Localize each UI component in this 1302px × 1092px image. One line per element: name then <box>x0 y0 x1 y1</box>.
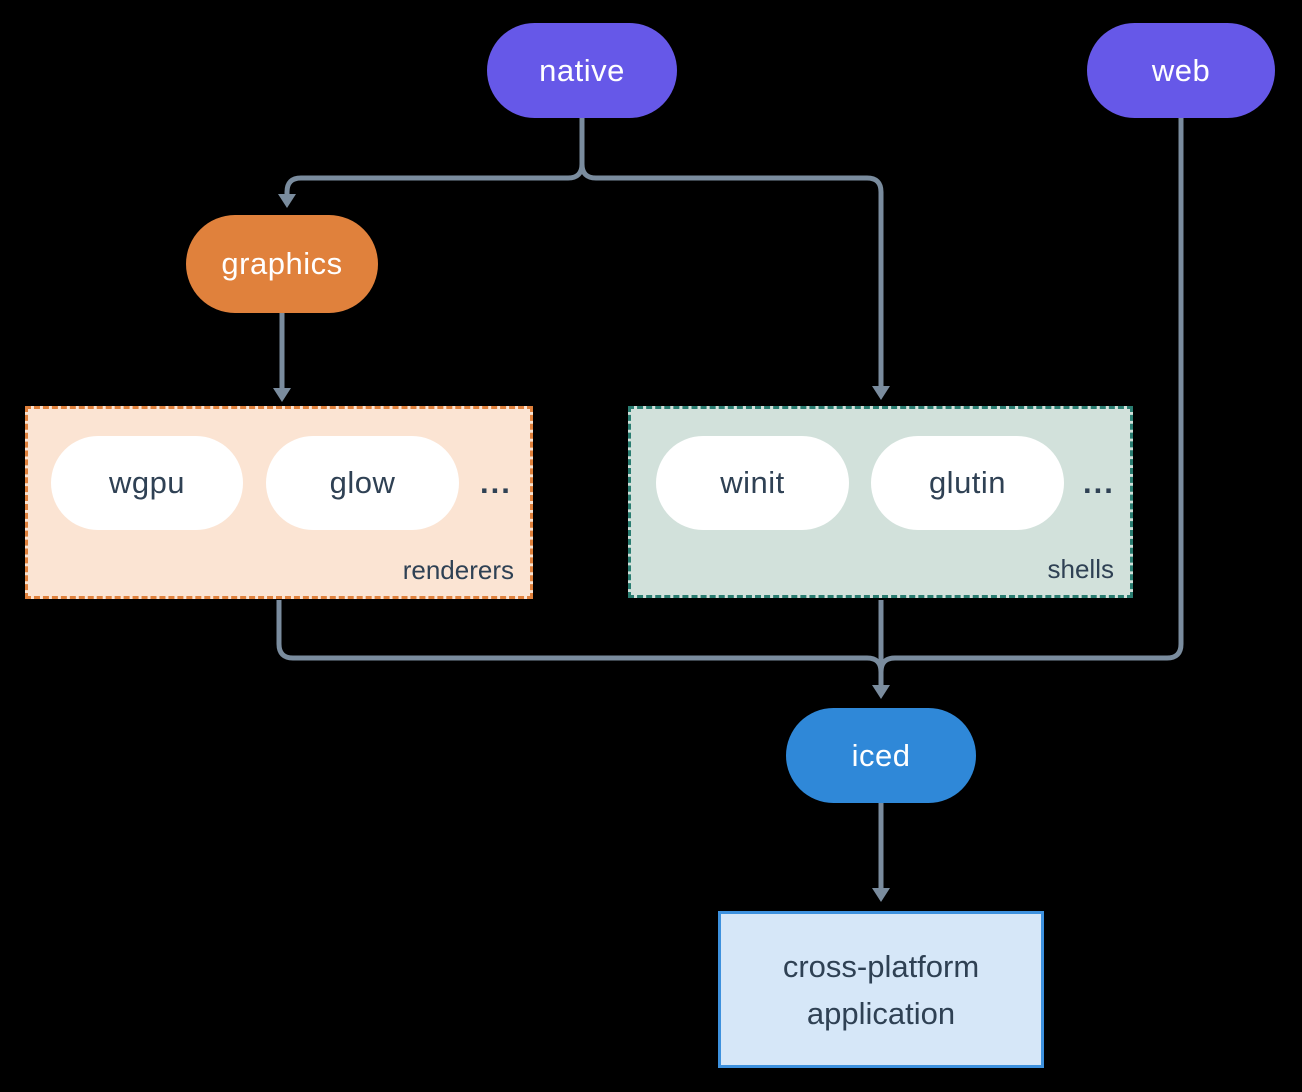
edge-native-graphics <box>284 118 585 194</box>
node-glutin-label: glutin <box>928 465 1007 500</box>
arrowhead-shells <box>872 386 890 400</box>
node-glow: glow <box>266 436 459 530</box>
shells-group-label: shells <box>1047 554 1114 584</box>
node-wgpu-label: wgpu <box>108 465 186 500</box>
edge-native-shells <box>579 118 884 387</box>
node-winit-label: winit <box>720 465 785 500</box>
node-wgpu: wgpu <box>51 436 243 530</box>
arrowhead-iced <box>872 685 890 699</box>
arrowhead-renderers <box>273 388 291 402</box>
arrowhead-graphics <box>278 194 296 208</box>
node-native-label: native <box>539 52 625 88</box>
application-label-line1: cross-platform <box>782 948 980 984</box>
arrowhead-application <box>872 888 890 902</box>
group-renderers: wgpu glow ... renderers <box>25 406 533 599</box>
node-iced: iced <box>786 708 976 803</box>
node-graphics: graphics <box>186 215 378 313</box>
shells-more-indicator: ... <box>1083 465 1115 500</box>
node-glow-label: glow <box>329 465 396 500</box>
node-glutin: glutin <box>871 436 1064 530</box>
edge-renderers-iced <box>276 600 884 684</box>
renderers-group-label: renderers <box>402 555 514 585</box>
node-native: native <box>487 23 677 118</box>
node-winit: winit <box>656 436 849 530</box>
node-graphics-label: graphics <box>221 246 343 281</box>
renderers-more-indicator: ... <box>480 465 512 500</box>
node-application: cross-platform application <box>718 911 1044 1068</box>
application-label-line2: application <box>806 995 956 1031</box>
node-iced-label: iced <box>851 737 911 773</box>
node-web-label: web <box>1151 52 1211 88</box>
node-web: web <box>1087 23 1275 118</box>
group-shells: winit glutin ... shells <box>628 406 1133 598</box>
